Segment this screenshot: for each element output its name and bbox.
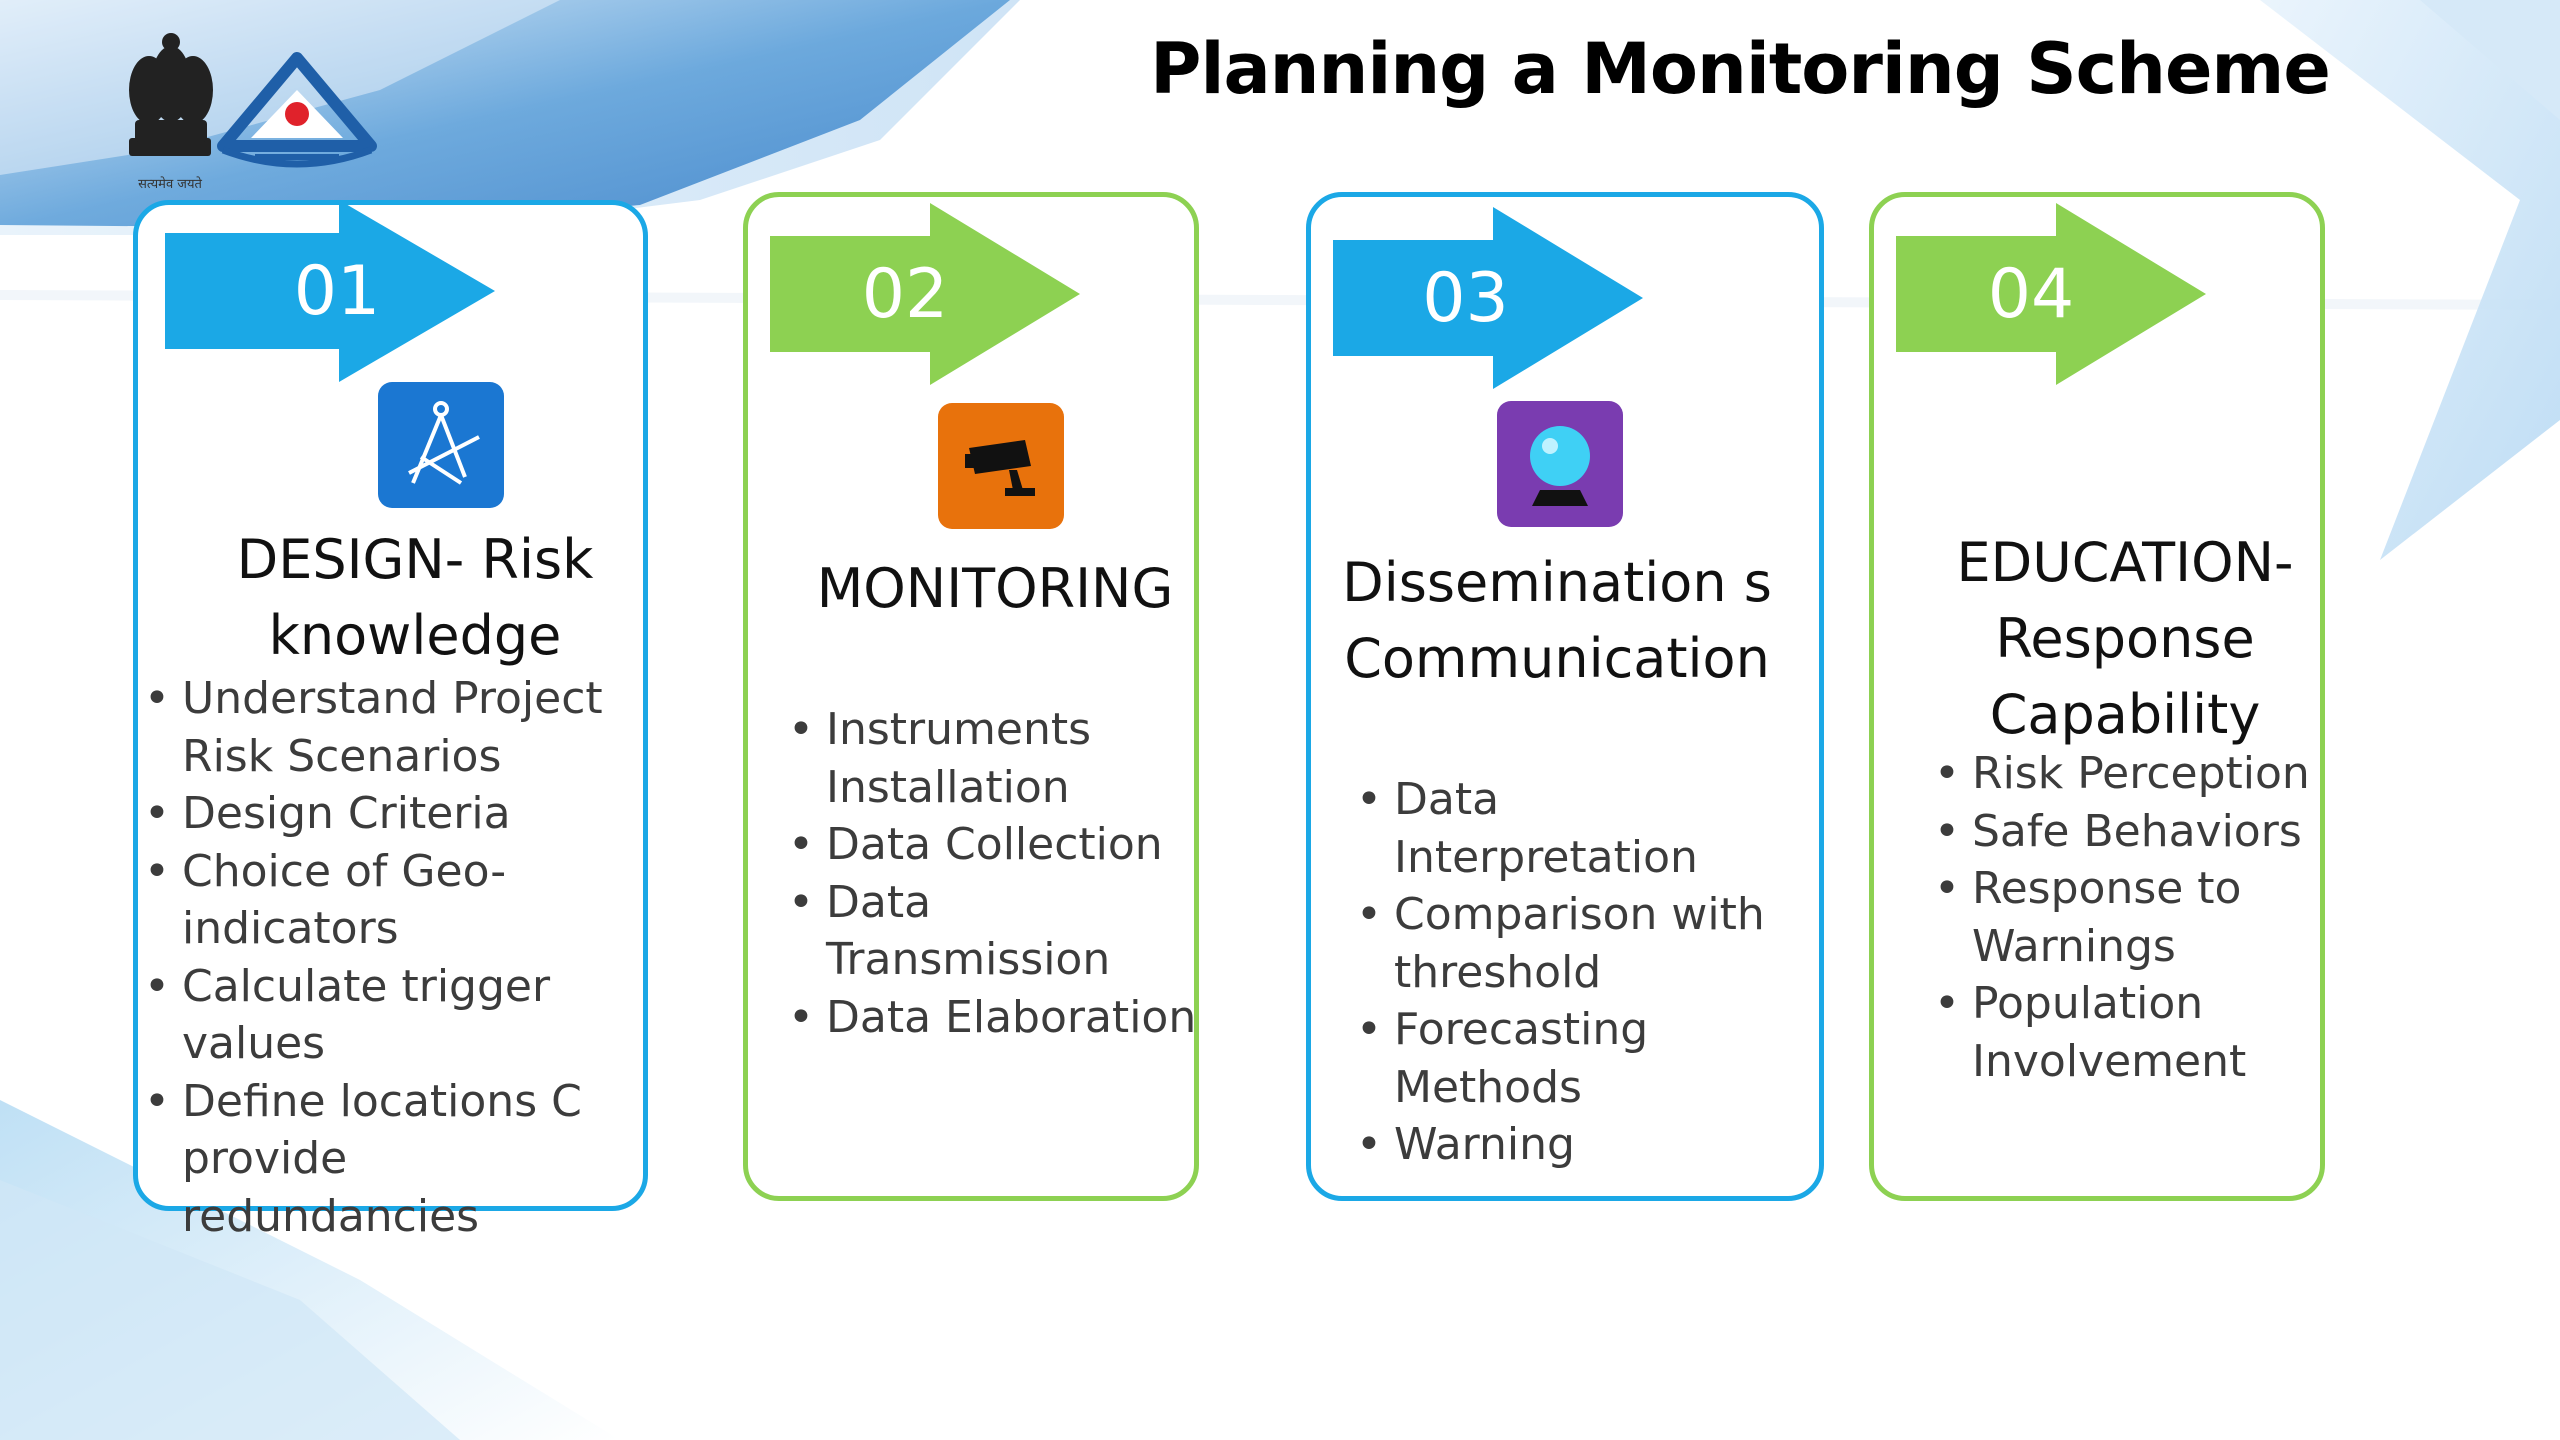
list-item: Understand Project Risk Scenarios bbox=[144, 670, 644, 785]
list-item: Population Involvement bbox=[1934, 975, 2319, 1090]
list-item: Risk Perception bbox=[1934, 745, 2319, 803]
emblem-logos: सत्यमेव जयते bbox=[115, 28, 385, 198]
list-item: Define locations C provide redundancies bbox=[144, 1073, 644, 1246]
step-bullets-dissemination: Data Interpretation Comparison with thre… bbox=[1356, 771, 1806, 1174]
drafting-compass-icon bbox=[378, 382, 504, 508]
security-camera-icon bbox=[938, 403, 1064, 529]
step-heading-education: EDUCATION- Response Capability bbox=[1956, 531, 2294, 746]
list-item: Choice of Geo-indicators bbox=[144, 843, 644, 958]
step-heading-dissemination: Dissemination s Communication bbox=[1342, 551, 1772, 690]
list-item: Warning bbox=[1356, 1116, 1806, 1174]
list-item: Safe Behaviors bbox=[1934, 803, 2319, 861]
list-item: Data Elaboration bbox=[788, 989, 1208, 1047]
step-bullets-design: Understand Project Risk Scenarios Design… bbox=[144, 670, 644, 1245]
svg-text:सत्यमेव जयते: सत्यमेव जयते bbox=[138, 176, 202, 192]
step-number: 02 bbox=[861, 254, 949, 334]
list-item: Data Interpretation bbox=[1356, 771, 1806, 886]
list-item: Design Criteria bbox=[144, 785, 644, 843]
step-bullets-monitoring: Instruments Installation Data Collection… bbox=[788, 701, 1208, 1046]
list-item: Forecasting Methods bbox=[1356, 1001, 1806, 1116]
list-item: Comparison with threshold bbox=[1356, 886, 1806, 1001]
step-arrow-02: 02 bbox=[770, 203, 1080, 385]
crystal-ball-icon bbox=[1497, 401, 1623, 527]
state-emblem-icon bbox=[129, 33, 213, 156]
step-arrow-04: 04 bbox=[1896, 203, 2206, 385]
list-item: Data Collection bbox=[788, 816, 1208, 874]
list-item: Response to Warnings bbox=[1934, 860, 2319, 975]
list-item: Data Transmission bbox=[788, 874, 1208, 989]
list-item: Calculate trigger values bbox=[144, 958, 644, 1073]
step-arrow-01: 01 bbox=[165, 200, 495, 382]
bis-logo-icon bbox=[217, 52, 377, 168]
step-heading-monitoring: MONITORING bbox=[816, 557, 1174, 620]
list-item: Instruments Installation bbox=[788, 701, 1208, 816]
step-heading-design: DESIGN- Risk knowledge bbox=[236, 528, 594, 667]
step-number: 04 bbox=[1987, 254, 2075, 334]
step-arrow-03: 03 bbox=[1333, 207, 1643, 389]
slide-title: Planning a Monitoring Scheme bbox=[1150, 28, 2331, 110]
step-number: 03 bbox=[1422, 258, 1509, 338]
step-number: 01 bbox=[293, 251, 381, 331]
step-bullets-education: Risk Perception Safe Behaviors Response … bbox=[1934, 745, 2319, 1090]
